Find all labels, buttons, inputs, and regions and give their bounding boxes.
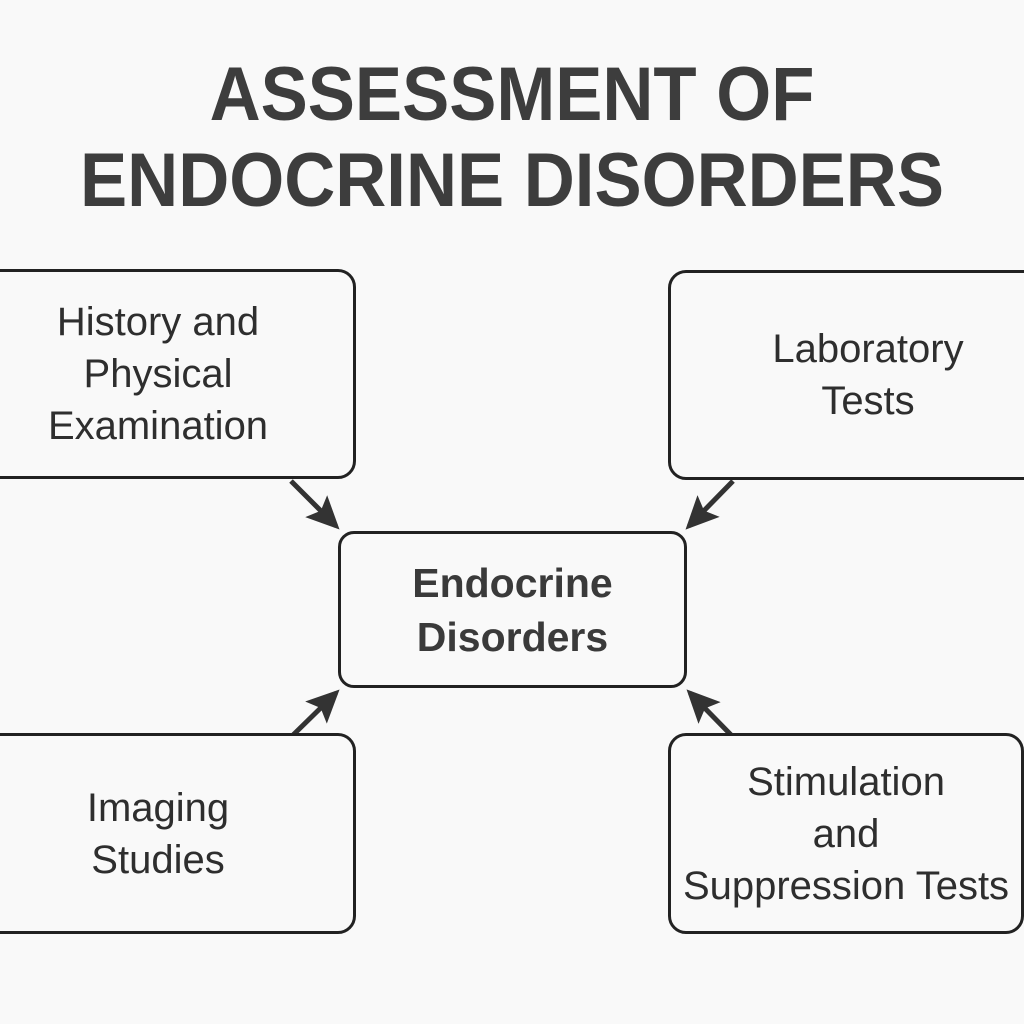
node-label-line-1: Endocrine: [412, 559, 613, 606]
node-label: Stimulation and Suppression Tests: [677, 756, 1015, 912]
node-label-line-3: Examination: [47, 404, 269, 448]
node-label-line-2: Studies: [91, 837, 225, 882]
node-label: History and Physical Examination: [42, 296, 274, 452]
node-label-line-1: Laboratory: [772, 327, 964, 371]
node-imaging-studies[interactable]: Imaging Studies: [0, 733, 356, 934]
arrow-history-to-center: [289, 479, 340, 530]
node-label-line-3: Suppression Tests: [682, 863, 1010, 908]
node-laboratory-tests[interactable]: Laboratory Tests: [668, 270, 1024, 480]
node-label-line-2: Tests: [821, 379, 915, 423]
node-label-line-2: Physical: [83, 352, 233, 396]
node-label-line-1: Stimulation: [747, 759, 945, 804]
node-endocrine-disorders[interactable]: Endocrine Disorders: [338, 531, 687, 688]
node-label-line-2: and: [812, 811, 880, 856]
arrow-lab-to-center: [685, 479, 735, 530]
node-stimulation-suppression-tests[interactable]: Stimulation and Suppression Tests: [668, 733, 1024, 934]
page-title-line-2: ENDOCRINE DISORDERS: [80, 138, 944, 223]
node-history-physical-examination[interactable]: History and Physical Examination: [0, 269, 356, 479]
node-label: Laboratory Tests: [766, 323, 969, 427]
node-label-line-1: History and: [56, 300, 260, 344]
arrow-imaging-to-center: [289, 689, 340, 739]
page-title-line-1: ASSESSMENT OF: [209, 52, 815, 137]
node-label: Imaging Studies: [81, 782, 235, 886]
node-label-line-2: Disorders: [416, 613, 609, 660]
node-label: Endocrine Disorders: [406, 556, 618, 664]
node-label-line-1: Imaging: [86, 785, 230, 830]
page-title: ASSESSMENT OF ENDOCRINE DISORDERS: [36, 52, 988, 224]
